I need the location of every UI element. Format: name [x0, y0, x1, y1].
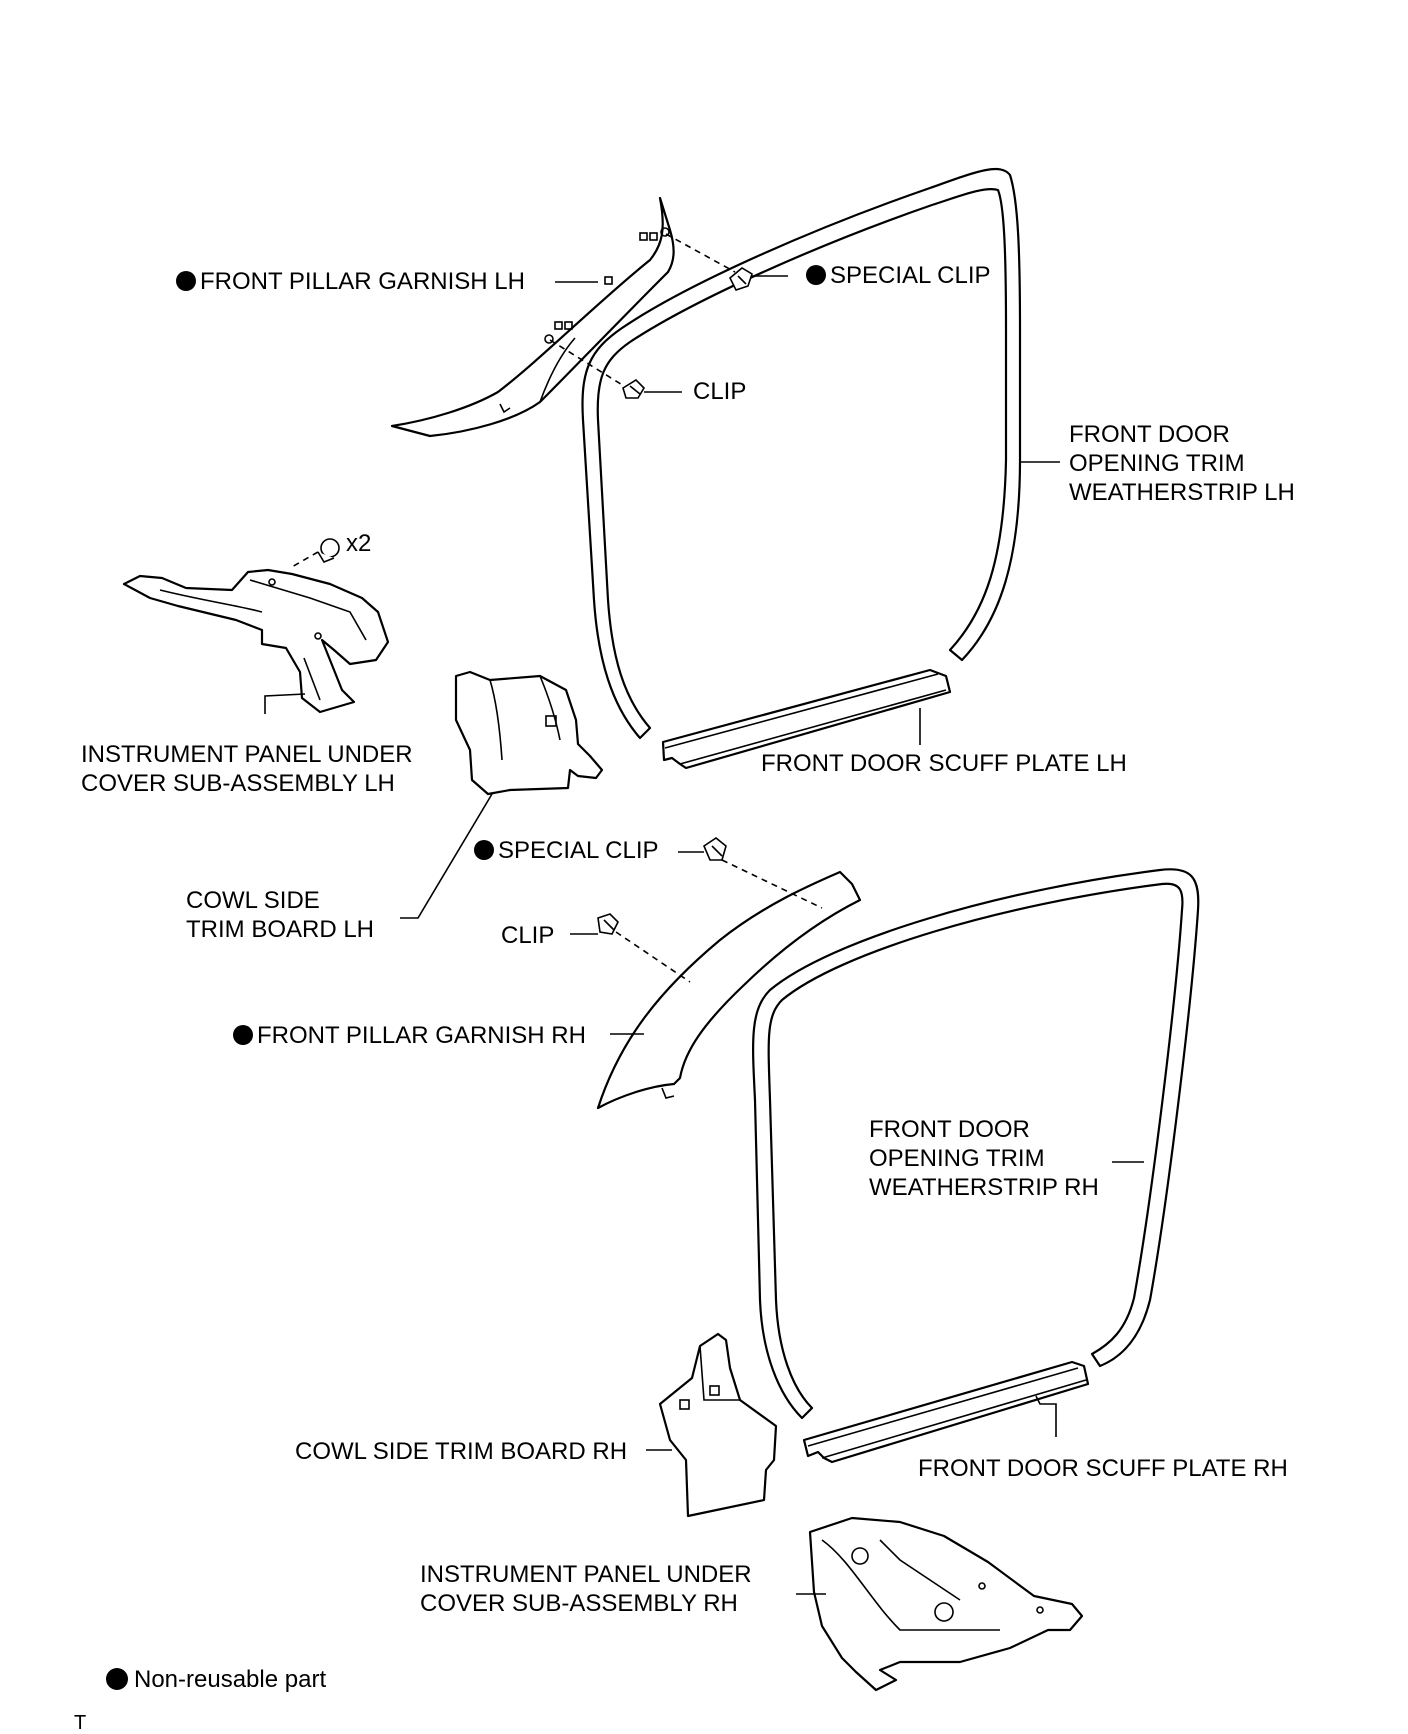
non-reusable-dot-icon — [474, 840, 494, 860]
special-clip-bottom-icon — [703, 837, 727, 861]
label-front-door-scuff-plate-lh: FRONT DOOR SCUFF PLATE LH — [761, 750, 1127, 777]
cowl-side-trim-board-lh — [454, 670, 604, 796]
label-front-pillar-garnish-lh: FRONT PILLAR GARNISH LH — [176, 267, 525, 296]
leader-lines — [264, 275, 1144, 1595]
label-front-door-opening-trim-weatherstrip-rh: FRONT DOOR OPENING TRIM WEATHERSTRIP RH — [869, 1116, 1099, 1201]
clip-top-icon — [622, 378, 646, 399]
instrument-panel-under-cover-lh — [122, 568, 390, 714]
label-special-clip-top: SPECIAL CLIP — [806, 261, 991, 290]
special-clip-top-icon — [729, 267, 753, 291]
weatherstrip-rh — [752, 868, 1200, 1420]
non-reusable-dot-icon — [176, 271, 196, 291]
bolt-icon — [317, 538, 340, 563]
non-reusable-dot-icon — [233, 1025, 253, 1045]
label-front-door-scuff-plate-rh: FRONT DOOR SCUFF PLATE RH — [918, 1455, 1288, 1482]
cowl-side-trim-board-rh — [658, 1332, 778, 1518]
label-instrument-panel-under-cover-rh: INSTRUMENT PANEL UNDER COVER SUB-ASSEMBL… — [420, 1561, 752, 1617]
label-bolt-qty: x2 — [346, 530, 372, 557]
label-cowl-side-trim-board-rh: COWL SIDE TRIM BOARD RH — [295, 1438, 628, 1465]
label-front-door-opening-trim-weatherstrip-lh: FRONT DOOR OPENING TRIM WEATHERSTRIP LH — [1069, 421, 1295, 506]
legend-dot-icon — [106, 1668, 128, 1690]
weatherstrip-lh — [581, 167, 1022, 740]
label-special-clip-bottom: SPECIAL CLIP — [474, 836, 659, 865]
label-cowl-side-trim-board-lh: COWL SIDE TRIM BOARD LH — [186, 887, 375, 943]
instrument-panel-under-cover-rh — [808, 1516, 1084, 1692]
non-reusable-dot-icon — [806, 265, 826, 285]
front-pillar-garnish-rh — [596, 870, 862, 1110]
label-clip-bottom: CLIP — [501, 922, 555, 949]
front-pillar-garnish-lh — [390, 196, 675, 438]
label-front-pillar-garnish-rh: FRONT PILLAR GARNISH RH — [233, 1021, 586, 1050]
legend-text: Non-reusable part — [134, 1666, 327, 1693]
front-door-scuff-plate-rh — [802, 1360, 1090, 1464]
front-door-scuff-plate-lh — [661, 668, 952, 770]
label-clip-top: CLIP — [693, 378, 747, 405]
label-instrument-panel-under-cover-lh: INSTRUMENT PANEL UNDER COVER SUB-ASSEMBL… — [81, 741, 413, 797]
footer-mark: T — [74, 1712, 87, 1734]
clip-bottom-icon — [597, 913, 619, 935]
